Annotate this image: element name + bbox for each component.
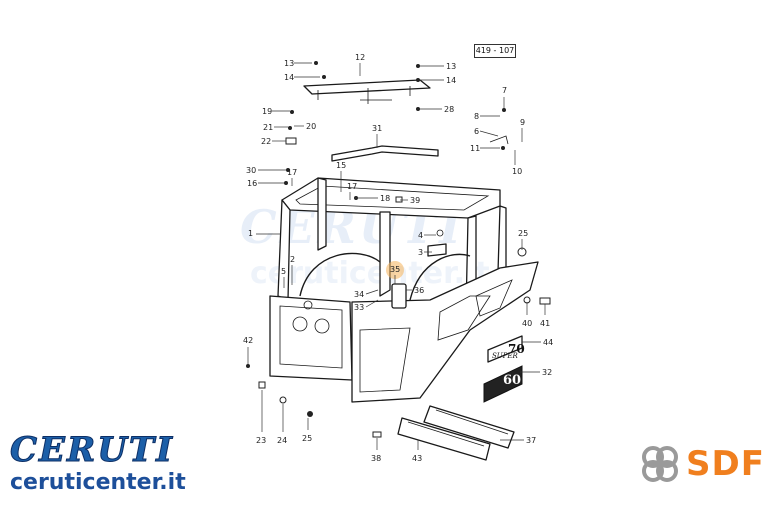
callout-c2: 2 bbox=[290, 255, 295, 264]
callout-c41: 41 bbox=[540, 319, 550, 328]
callout-c22: 22 bbox=[261, 137, 271, 146]
callout-c25b: 25 bbox=[518, 229, 528, 238]
plate-70-prefix: SUPER bbox=[492, 352, 519, 360]
callout-c40: 40 bbox=[522, 319, 532, 328]
callout-c20: 20 bbox=[306, 122, 316, 131]
callout-c36: 36 bbox=[414, 286, 424, 295]
callout-c33: 33 bbox=[354, 303, 364, 312]
callout-c15: 15 bbox=[336, 161, 346, 170]
callout-c42: 42 bbox=[243, 336, 253, 345]
ceruti-site-link[interactable]: ceruticenter.it bbox=[10, 470, 186, 495]
roof-panel-part bbox=[303, 79, 431, 104]
sdf-logo-icon bbox=[642, 446, 678, 482]
callout-c37: 37 bbox=[526, 436, 536, 445]
callout-c25a: 25 bbox=[302, 434, 312, 443]
callout-c44: 44 bbox=[543, 338, 553, 347]
callout-c4: 4 bbox=[418, 231, 423, 240]
callout-c28: 28 bbox=[444, 105, 454, 114]
cab-frame-part bbox=[269, 177, 539, 403]
fasteners bbox=[246, 61, 551, 438]
callout-c38: 38 bbox=[371, 454, 381, 463]
figure-reference-code: 419 - 107 bbox=[474, 44, 516, 58]
callout-c13b: 13 bbox=[446, 62, 456, 71]
callout-c39: 39 bbox=[410, 196, 420, 205]
callout-c7: 7 bbox=[502, 86, 507, 95]
callout-c14b: 14 bbox=[446, 76, 456, 85]
callout-c21: 21 bbox=[263, 123, 273, 132]
callout-c17b: 17 bbox=[347, 182, 357, 191]
door-handle-part bbox=[386, 261, 407, 309]
callout-c9: 9 bbox=[520, 118, 525, 127]
ceruti-logo-text: CERUTI bbox=[10, 430, 175, 470]
callout-c12: 12 bbox=[355, 53, 365, 62]
callout-c19: 19 bbox=[262, 107, 272, 116]
callout-c18: 18 bbox=[380, 194, 390, 203]
leader-line-c33 bbox=[365, 299, 379, 308]
callout-c3: 3 bbox=[418, 248, 423, 257]
lower-panel-part bbox=[397, 417, 491, 461]
callout-c17a: 17 bbox=[287, 168, 297, 177]
callout-c32: 32 bbox=[542, 368, 552, 377]
bracket-part bbox=[427, 229, 447, 257]
callout-c10: 10 bbox=[512, 167, 522, 176]
callout-c5: 5 bbox=[281, 267, 286, 276]
sdf-brand: SDF bbox=[640, 444, 765, 484]
callout-c14a: 14 bbox=[284, 73, 294, 82]
callout-c30: 30 bbox=[246, 166, 256, 175]
plate-60-number: 60 bbox=[503, 373, 521, 388]
callout-c24: 24 bbox=[277, 436, 287, 445]
leader-line-c34 bbox=[365, 289, 379, 295]
callout-c11: 11 bbox=[470, 144, 480, 153]
callout-c23: 23 bbox=[256, 436, 266, 445]
leader-line-c6 bbox=[479, 130, 499, 137]
plate-70-part: SUPER 70 bbox=[487, 335, 525, 363]
plate-60-part: 60 bbox=[483, 365, 523, 403]
callout-c16: 16 bbox=[247, 179, 257, 188]
callout-c34: 34 bbox=[354, 290, 364, 299]
callout-c35: 35 bbox=[390, 265, 400, 274]
watermark-site: ceruticenter.it bbox=[250, 256, 490, 291]
callout-c6: 6 bbox=[474, 127, 479, 136]
front-panel-part bbox=[423, 405, 515, 449]
callout-c43: 43 bbox=[412, 454, 422, 463]
callout-c31: 31 bbox=[372, 124, 382, 133]
callout-c1: 1 bbox=[248, 229, 253, 238]
callout-c8: 8 bbox=[474, 112, 479, 121]
sdf-logo-text: SDF bbox=[686, 444, 765, 484]
plate-70-number: 70 bbox=[508, 342, 525, 356]
ceruti-brand: CERUTI ceruticenter.it bbox=[10, 430, 186, 496]
seal-strip-part bbox=[331, 145, 439, 162]
callout-c13a: 13 bbox=[284, 59, 294, 68]
